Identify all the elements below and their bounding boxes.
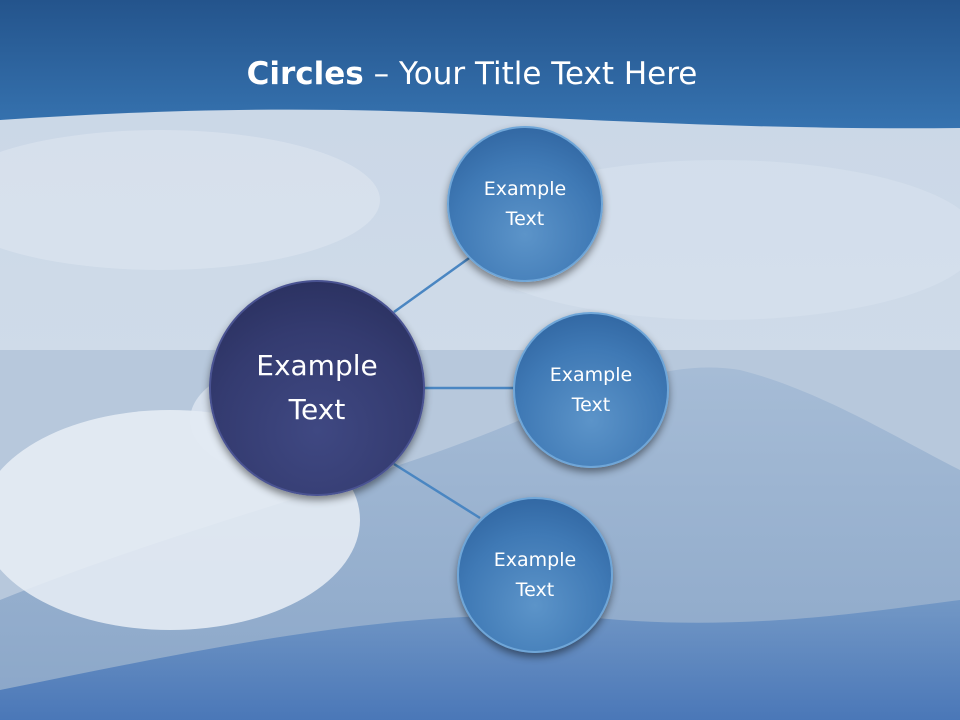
title-rest: – Your Title Text Here [363,56,698,92]
satellite-top-line2: Text [505,208,545,230]
center-circle[interactable]: Example Text [209,280,425,496]
satellite-circle-top[interactable]: Example Text [447,126,603,282]
title-bold: Circles [246,56,364,92]
satellite-bottom-line1: Example [493,549,577,571]
satellite-circle-bottom[interactable]: Example Text [457,497,613,653]
satellite-middle-line2: Text [571,394,611,416]
center-circle-line1: Example [256,349,378,382]
center-circle-line2: Text [288,393,346,426]
connector-top [393,254,473,314]
satellite-middle-line1: Example [549,364,633,386]
slide-title: Circles – Your Title Text Here [0,52,944,96]
satellite-top-line1: Example [483,178,567,200]
connector-bottom [393,462,481,520]
satellite-bottom-line2: Text [515,579,555,601]
satellite-circle-middle[interactable]: Example Text [513,312,669,468]
